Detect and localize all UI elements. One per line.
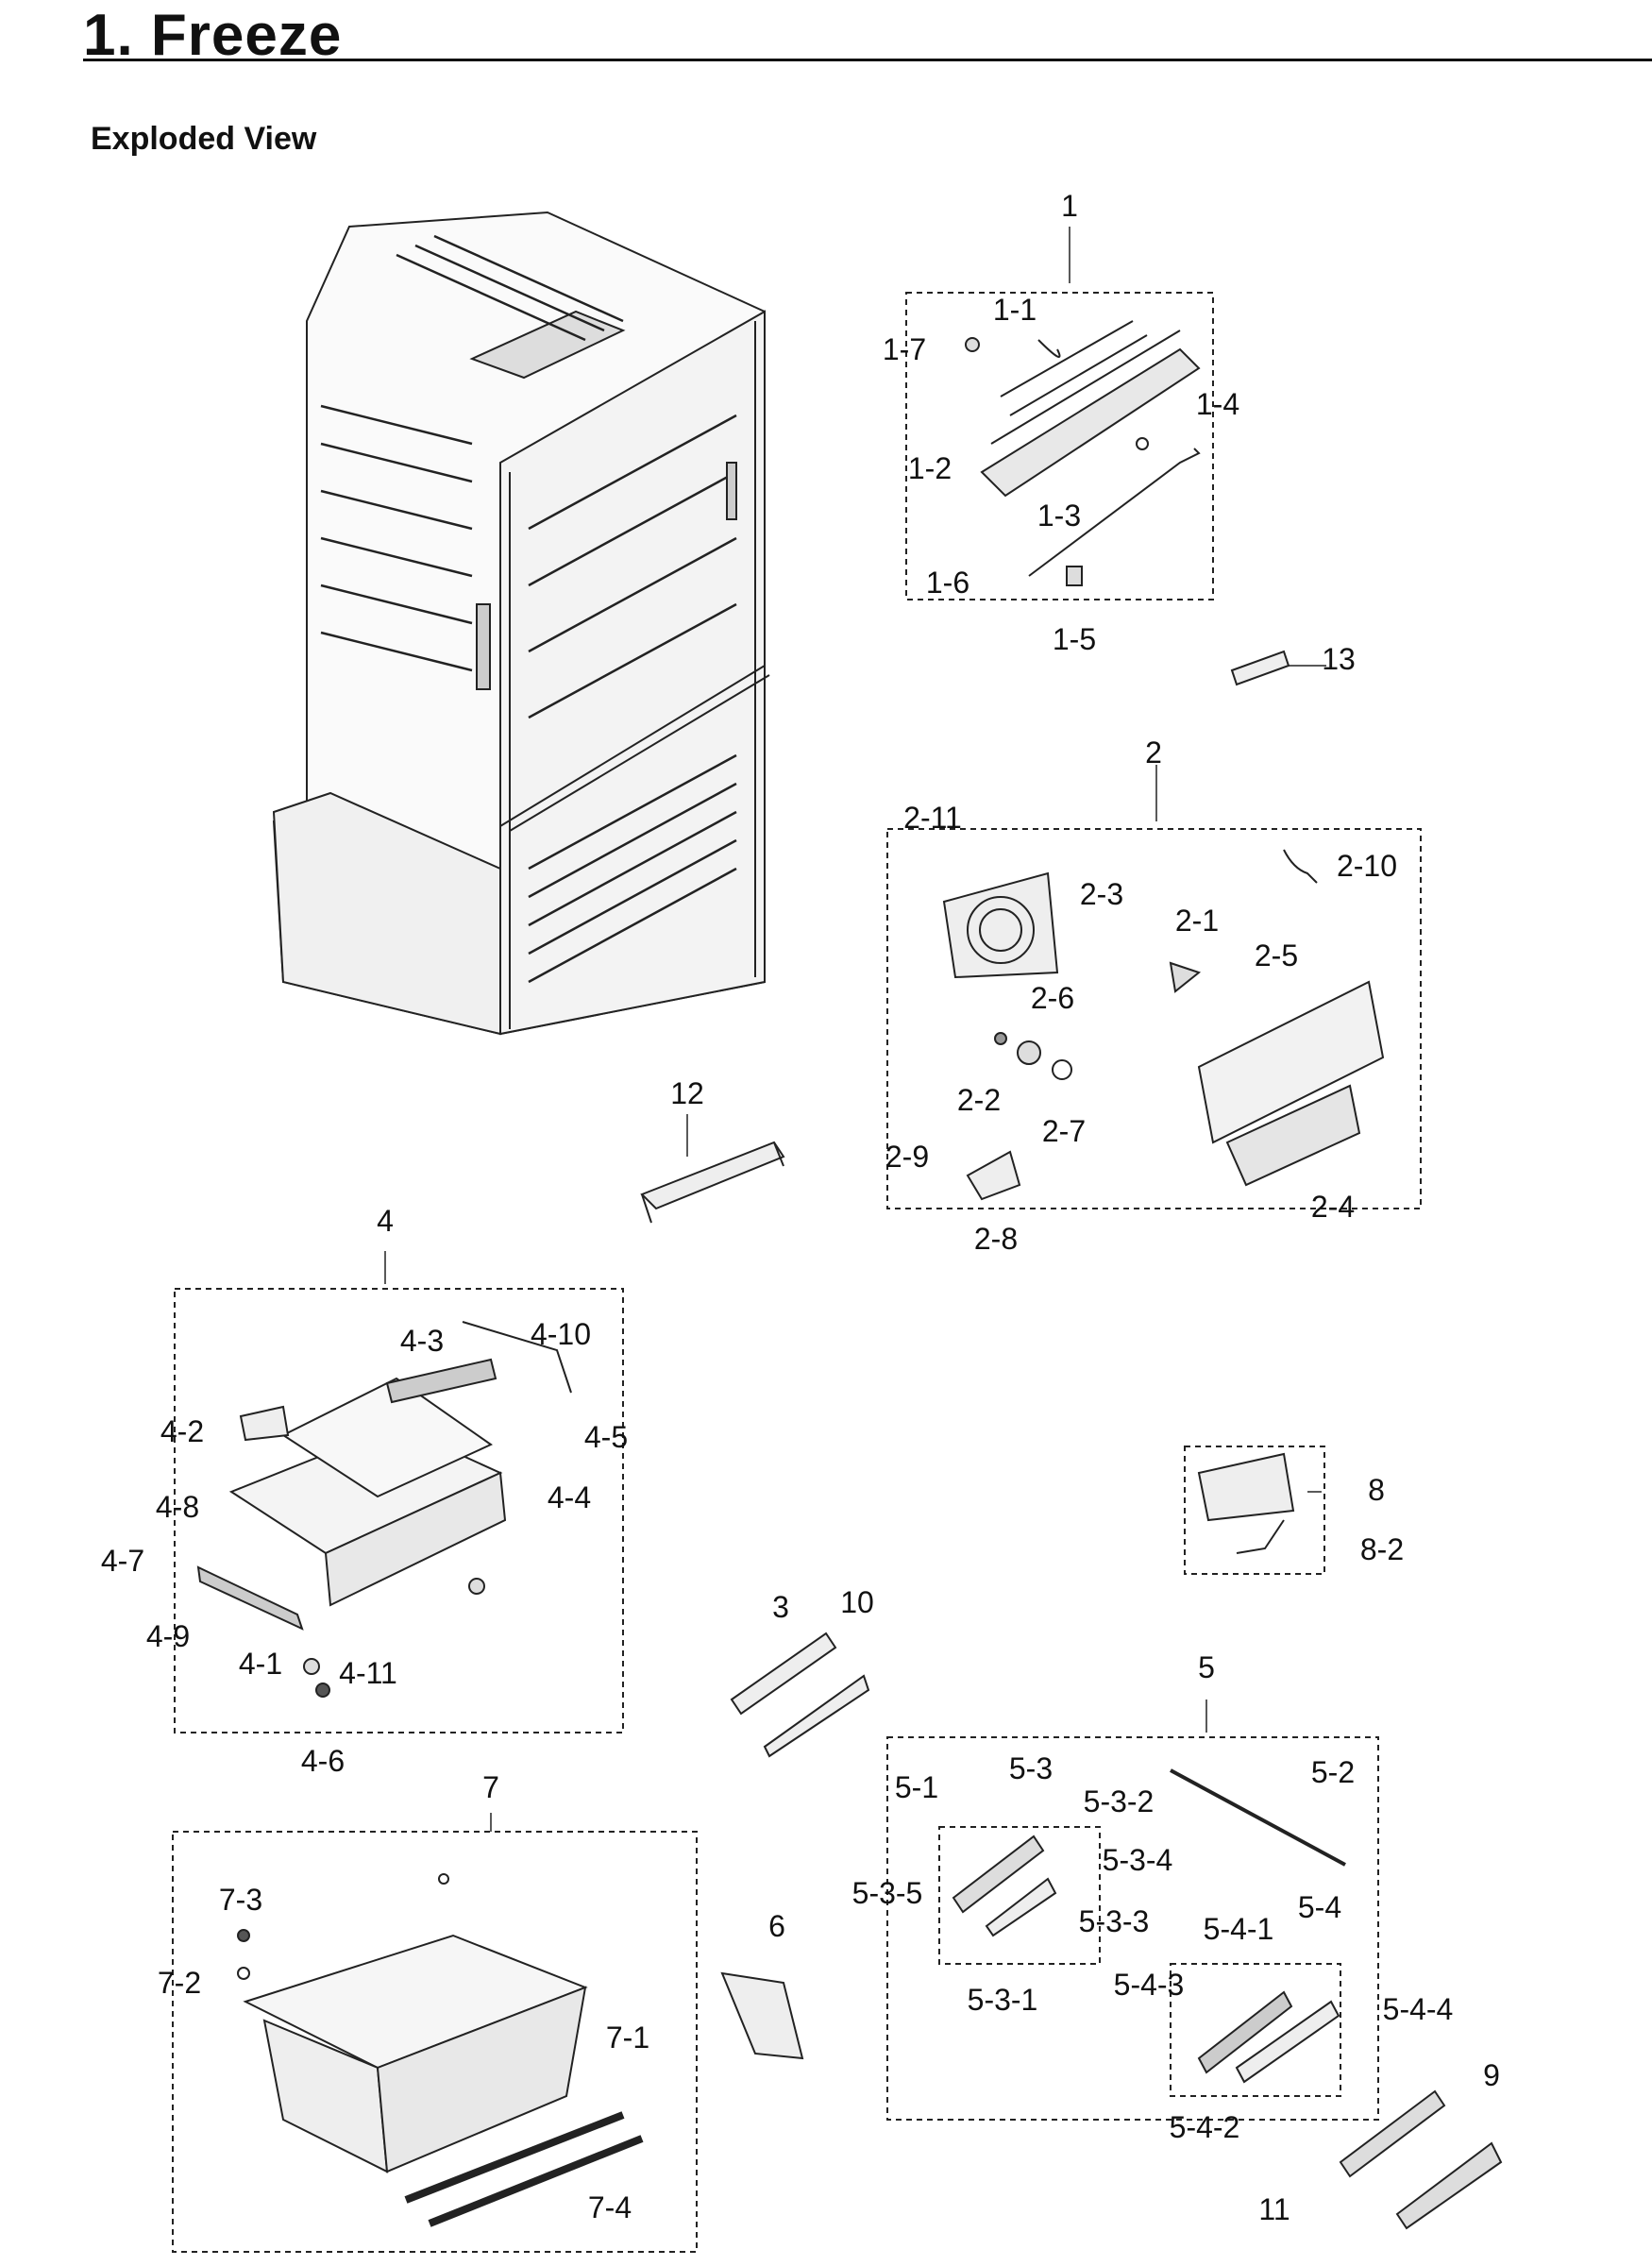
label-5-1: 5-1 (894, 1770, 939, 1804)
label-5-4-2: 5-4-2 (1169, 2110, 1240, 2144)
label-2-4: 2-4 (1310, 1190, 1356, 1224)
label-2-8: 2-8 (973, 1222, 1019, 1256)
label-1-3: 1-3 (1037, 499, 1082, 533)
label-2-7: 2-7 (1041, 1114, 1087, 1148)
label-4-1: 4-1 (238, 1647, 283, 1681)
section-subtitle: Exploded View (91, 121, 317, 157)
label-4-10: 4-10 (530, 1317, 592, 1351)
label-1-2: 1-2 (907, 451, 952, 485)
label-5-2: 5-2 (1310, 1755, 1356, 1789)
label-5-3-4: 5-3-4 (1102, 1843, 1173, 1877)
label-5-4-4: 5-4-4 (1382, 1992, 1454, 2026)
label-5-4-3: 5-4-3 (1113, 1968, 1185, 2002)
label-7-2: 7-2 (157, 1966, 202, 2000)
label-1: 1 (1061, 189, 1078, 223)
label-4-4: 4-4 (547, 1480, 592, 1514)
label-4-5: 4-5 (583, 1420, 629, 1454)
label-5-4-1: 5-4-1 (1203, 1912, 1274, 1946)
label-4-6: 4-6 (300, 1744, 346, 1778)
label-2-5: 2-5 (1254, 939, 1299, 972)
label-5-3: 5-3 (1008, 1751, 1054, 1785)
label-2: 2 (1145, 736, 1162, 769)
label-2-1: 2-1 (1174, 904, 1220, 938)
title-rule (83, 59, 1652, 61)
label-1-1: 1-1 (992, 293, 1037, 327)
label-2-11: 2-11 (903, 801, 962, 835)
label-4: 4 (377, 1204, 394, 1238)
label-8-2: 8-2 (1359, 1532, 1405, 1566)
label-10: 10 (840, 1585, 874, 1619)
label-5-3-1: 5-3-1 (967, 1983, 1038, 2017)
label-4-3: 4-3 (399, 1324, 445, 1358)
label-5-3-3: 5-3-3 (1078, 1904, 1150, 1938)
label-5: 5 (1198, 1650, 1215, 1684)
label-12: 12 (670, 1076, 704, 1110)
cabinet-illustration (272, 211, 770, 1036)
label-1-6: 1-6 (925, 566, 970, 600)
label-2-9: 2-9 (885, 1140, 930, 1174)
label-4-2: 4-2 (160, 1414, 205, 1448)
label-1-5: 1-5 (1052, 622, 1097, 656)
label-7-4: 7-4 (587, 2190, 632, 2224)
label-7-1: 7-1 (605, 2021, 650, 2055)
label-5-4: 5-4 (1297, 1890, 1342, 1924)
label-3: 3 (772, 1590, 789, 1624)
label-6: 6 (768, 1909, 785, 1943)
label-4-9: 4-9 (145, 1619, 191, 1653)
label-7-3: 7-3 (218, 1883, 263, 1917)
label-1-4: 1-4 (1195, 387, 1240, 421)
label-9: 9 (1483, 2058, 1500, 2092)
label-4-7: 4-7 (100, 1544, 145, 1578)
label-2-3: 2-3 (1079, 877, 1124, 911)
label-5-3-2: 5-3-2 (1083, 1784, 1155, 1818)
label-5-3-5: 5-3-5 (851, 1876, 923, 1910)
label-13: 13 (1322, 642, 1356, 676)
label-4-8: 4-8 (155, 1490, 200, 1524)
label-2-6: 2-6 (1030, 981, 1075, 1015)
label-2-2: 2-2 (956, 1083, 1002, 1117)
label-8: 8 (1368, 1473, 1385, 1507)
page-title: 1. Freeze (83, 3, 343, 68)
label-11: 11 (1258, 2192, 1290, 2226)
label-2-10: 2-10 (1336, 849, 1398, 883)
label-1-7: 1-7 (882, 332, 927, 366)
label-7: 7 (482, 1770, 499, 1804)
label-4-11: 4-11 (339, 1656, 397, 1690)
